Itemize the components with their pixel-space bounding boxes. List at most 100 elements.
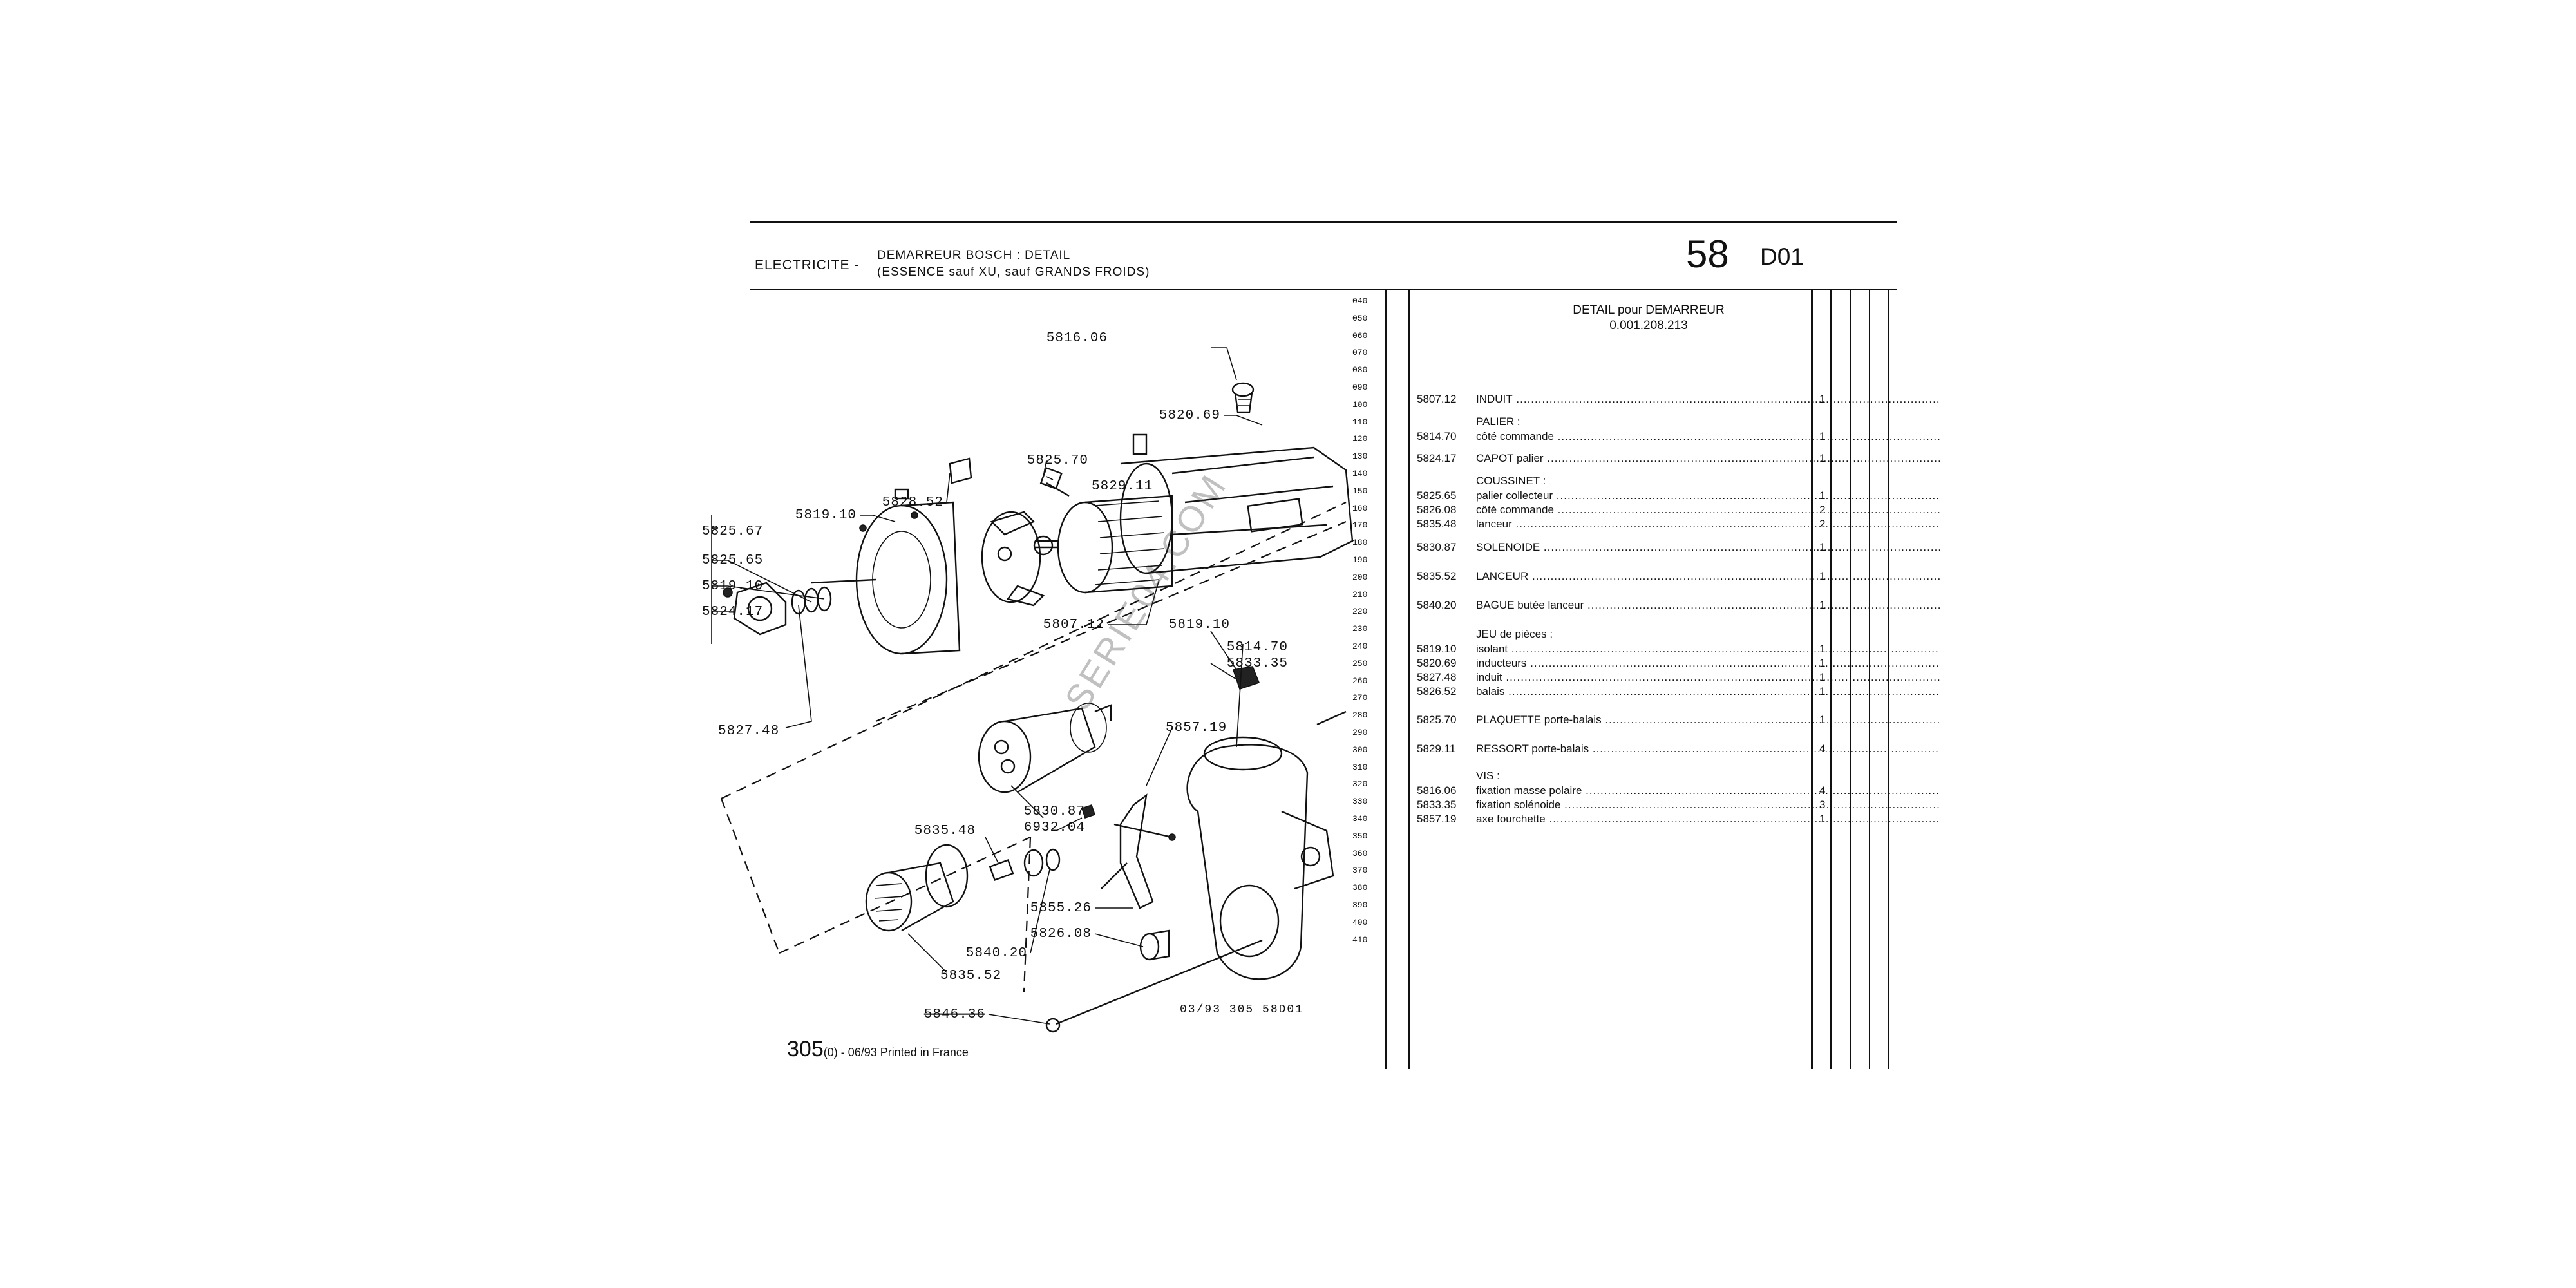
part-description: LANCEUR [1476,570,1940,583]
through-bolt-part [1045,939,1263,1033]
assembly-line [720,798,781,954]
part-quantity: 1 [1819,657,1826,669]
ruler-tick: 170 [1352,520,1368,531]
part-reference: 5826.08 [1417,504,1457,516]
ruler-tick: 260 [1352,676,1368,686]
commutator-housing-part [811,488,961,655]
ruler-tick: 050 [1352,313,1368,323]
leader-line [1146,727,1173,786]
leader-line [1210,630,1237,670]
parts-panel-model: 0.001.208.213 [1609,319,1688,332]
part-quantity: 1 [1819,643,1826,655]
footer-page: 305(0) - 06/93 Printed in France [787,1037,969,1062]
part-reference: 5829.11 [1417,743,1456,755]
part-description: lanceur [1476,518,1940,531]
part-label: 5829.11 [1092,479,1153,494]
ruler-tick: 060 [1352,330,1368,341]
part-label: 5828.52 [882,495,943,510]
leader-line [1046,476,1054,480]
ruler-tick: 220 [1352,607,1368,617]
part-reference: 5857.19 [1417,813,1457,825]
ruler-tick: 040 [1352,296,1368,306]
part-description: PLAQUETTE porte-balais [1476,714,1940,726]
part-reference: 5835.52 [1417,570,1457,582]
part-label: 5833.35 [1227,656,1288,671]
parts-panel-title: DETAIL pour DEMARREUR [1573,303,1725,317]
part-quantity: 1 [1819,813,1826,825]
part-reference: 5819.10 [1417,643,1457,655]
part-description: RESSORT porte-balais [1476,743,1940,755]
part-description: fixation solénoide [1476,799,1940,811]
leader-line [1094,933,1144,947]
exploded-starter-diagram: 5816.06 5820.69 5825.70 5829.11 5828.52 … [702,331,1354,1033]
part-description: balais [1476,685,1940,698]
page-number: 58 [1686,232,1729,276]
pole-screw-part [1231,382,1255,413]
part-label: 5857.19 [1166,721,1227,735]
part-description: SOLENOIDE [1476,541,1940,554]
parts-group-heading: VIS : [1476,770,1500,782]
part-label: 5835.52 [940,969,1001,983]
leader-line [1211,347,1237,381]
ruler-tick: 340 [1352,814,1368,824]
ruler-tick: 140 [1352,469,1368,478]
parts-group-heading: JEU de pièces : [1476,628,1553,640]
bearing-cap-part [723,582,787,636]
leader-line [946,473,951,503]
ruler-tick: 150 [1352,486,1368,496]
ruler-tick: 120 [1352,434,1368,444]
ruler-tick: 270 [1352,693,1368,703]
part-label: 5824.17 [702,605,763,620]
part-reference: 5814.70 [1417,430,1457,442]
ruler-tick: 370 [1352,866,1368,876]
part-label: 5820.69 [1159,408,1220,423]
document-code: 03/93 305 58D01 [1180,1003,1304,1016]
ruler-tick: 160 [1352,503,1368,513]
solenoid-part [978,703,1112,793]
header-top-rule [750,221,1897,223]
leader-line [985,837,999,864]
part-label: 5835.48 [914,824,976,838]
part-label: 5840.20 [966,946,1027,961]
ruler-tick: 180 [1352,538,1368,548]
part-description: côté commande [1476,430,1940,443]
armature-part [1033,495,1173,594]
leader-line [1236,643,1244,748]
shift-fork-part [1101,793,1154,909]
ruler-tick: 230 [1352,624,1368,634]
parts-group-heading: COUSSINET : [1476,475,1546,487]
page-title: DEMARREUR BOSCH : DETAIL [877,249,1071,262]
ruler-tick: 110 [1352,417,1368,427]
part-reference: 5835.48 [1417,518,1457,530]
ruler-tick: 190 [1352,555,1368,565]
part-quantity: 1 [1819,714,1826,726]
brush-plate-part [981,511,1045,607]
ruler-tick: 320 [1352,779,1368,790]
part-reference: 5820.69 [1417,657,1457,669]
ruler-tick: 380 [1352,883,1368,893]
leader-line [988,1014,1050,1025]
part-description: fixation masse polaire [1476,784,1940,797]
assembly-line [1023,837,1032,992]
part-reference: 5830.87 [1417,541,1457,553]
part-description: isolant [1476,643,1940,656]
assembly-line [779,837,1031,954]
ruler-tick: 090 [1352,383,1368,392]
assembly-line [721,502,1347,799]
ruler-tick: 070 [1352,348,1368,358]
part-quantity: 1 [1819,452,1826,464]
part-quantity: 1 [1819,671,1826,683]
header-bottom-rule [750,289,1897,290]
assembly-line [875,520,1347,723]
parts-panel-heading: DETAIL pour DEMARREUR 0.001.208.213 [1443,303,1855,334]
bushing-lanceur-part [989,858,1014,882]
part-label: 5855.26 [1030,901,1092,916]
leader-line [1108,579,1160,625]
part-description: palier collecteur [1476,489,1940,502]
bush-part [1139,929,1170,961]
fork-pivot-pin-part [1113,823,1176,841]
part-quantity: 1 [1819,393,1826,405]
part-quantity: 1 [1819,570,1826,582]
leader-line [1224,415,1263,426]
insulator-part [1232,666,1260,690]
